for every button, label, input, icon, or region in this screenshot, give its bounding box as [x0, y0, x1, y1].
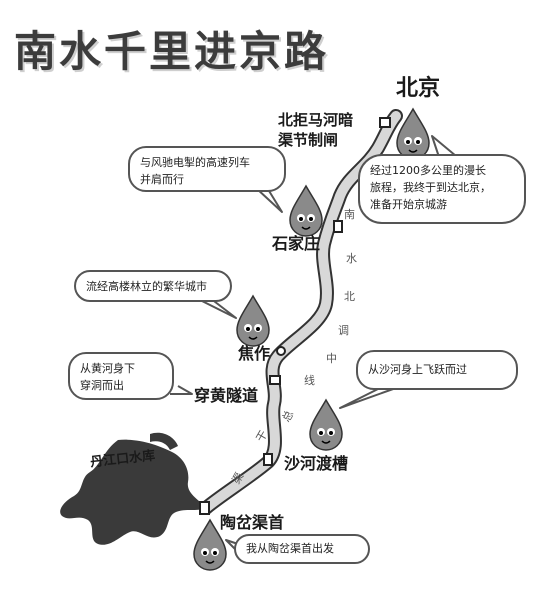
reservoir-inlet [150, 432, 178, 450]
place-shijiazhuang: 石家庄 [272, 234, 321, 253]
place-shahe-aqueduct: 沙河渡槽 [284, 454, 349, 473]
route-label-char: 南 [344, 208, 355, 221]
route-label-char: 水 [346, 252, 357, 265]
bubble-tail-city [195, 297, 237, 319]
marker-jiaozuo [276, 346, 286, 356]
bubble-tail-shahe [339, 387, 397, 409]
marker-chuanhuang [269, 375, 281, 385]
bubble-tail-highspeed [255, 185, 283, 213]
reservoir-shape [60, 439, 206, 545]
route-label-char: 线 [304, 374, 315, 387]
place-taocha-head: 陶岔渠首 [220, 513, 285, 532]
marker-juma [379, 117, 391, 128]
marker-shahe [263, 453, 273, 466]
marker-taocha [199, 501, 210, 515]
place-jiaozuo: 焦作 [238, 344, 271, 363]
bubble-arrive-beijing: 经过1200多公里的漫长 旅程，我终于到达北京， 准备开始京城游 [358, 154, 526, 224]
bubble-over-sha-river: 从沙河身上飞跃而过 [356, 350, 518, 390]
bubble-prosperous-city: 流经高楼林立的繁华城市 [74, 270, 232, 302]
place-chuanhuang-tunnel: 穿黄隧道 [194, 386, 259, 405]
water-drop-mascot-icon [289, 184, 323, 237]
water-drop-mascot-icon [193, 518, 227, 571]
route-label-char: 北 [344, 290, 355, 303]
bubble-highspeed-train: 与风驰电掣的高速列车 并肩而行 [128, 146, 286, 192]
bubble-under-yellow-river: 从黄河身下 穿洞而出 [68, 352, 174, 400]
bubble-tail-yellowriver [170, 385, 193, 395]
route-label-char: 调 [338, 324, 349, 337]
water-drop-mascot-icon [236, 294, 270, 347]
place-juma-gate: 北拒马河暗 渠节制闸 [278, 111, 354, 149]
route-label-char: 中 [326, 352, 337, 365]
marker-shijiazhuang [333, 220, 343, 233]
water-drop-mascot-icon [309, 398, 343, 451]
map-title: 南水千里进京路 [14, 27, 330, 76]
place-beijing: 北京 [396, 76, 441, 101]
bubble-start-taocha: 我从陶岔渠首出发 [234, 534, 370, 564]
